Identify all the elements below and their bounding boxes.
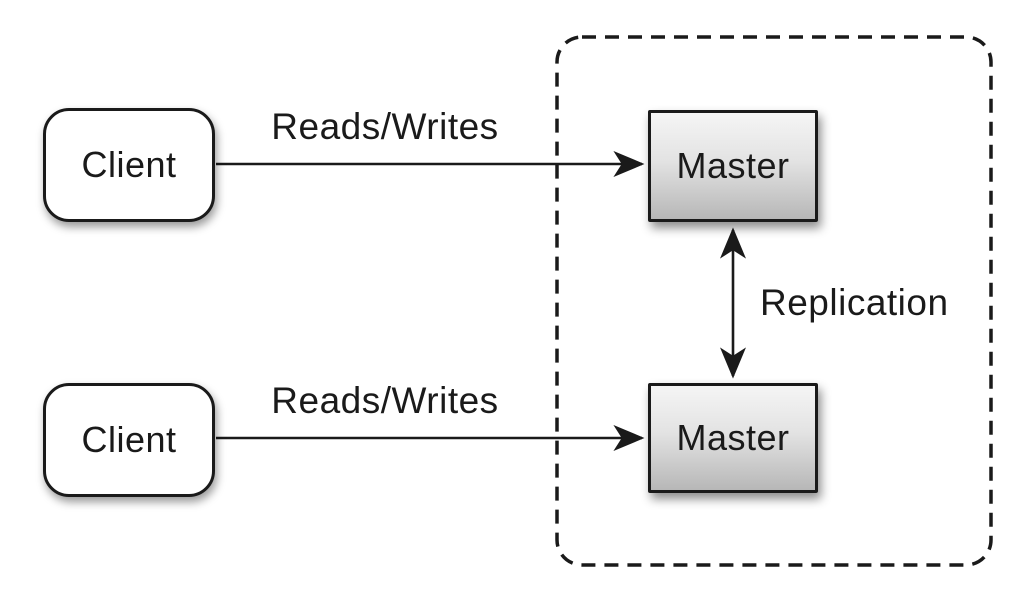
node-master-bottom: Master xyxy=(648,383,818,493)
node-master-top-label: Master xyxy=(676,145,790,186)
edge-label-reads-writes-bottom: Reads/Writes xyxy=(271,380,499,421)
node-client-bottom-label: Client xyxy=(81,419,177,460)
node-master-bottom-label: Master xyxy=(676,417,790,458)
replication-cluster-boundary xyxy=(555,35,993,567)
node-client-bottom: Client xyxy=(43,383,215,497)
edge-label-replication: Replication xyxy=(760,282,949,323)
node-master-top: Master xyxy=(648,110,818,222)
node-client-top-label: Client xyxy=(81,144,177,185)
edge-label-reads-writes-top: Reads/Writes xyxy=(271,106,499,147)
node-client-top: Client xyxy=(43,108,215,222)
